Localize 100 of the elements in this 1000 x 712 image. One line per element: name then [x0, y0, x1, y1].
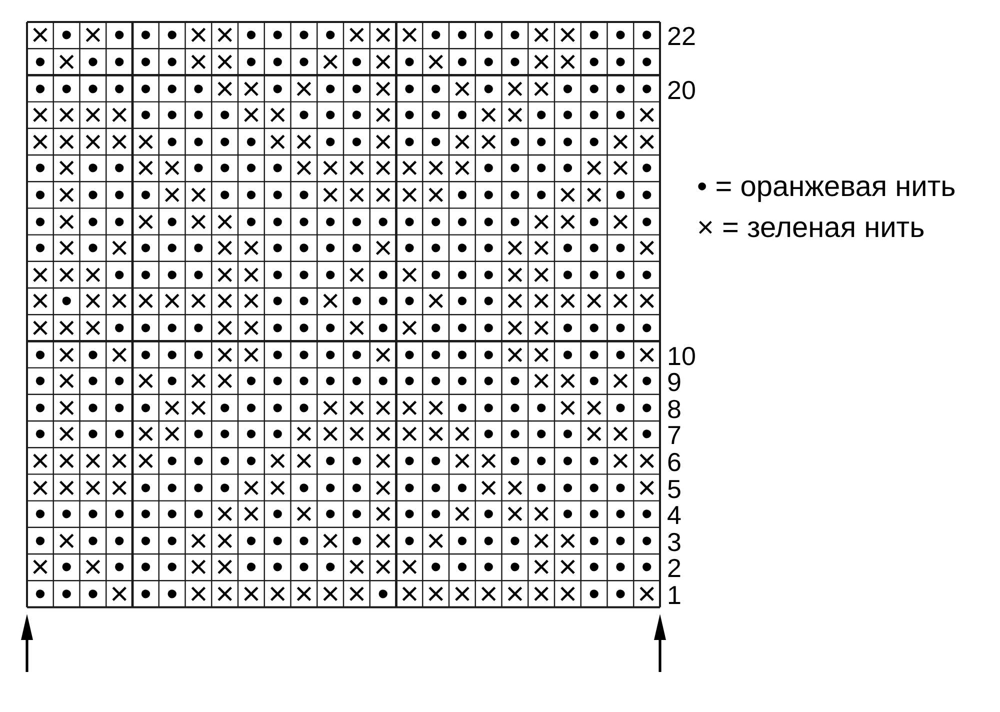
stitch-symbol: × — [57, 106, 76, 125]
stitch-symbol: × — [57, 451, 76, 470]
stitch-symbol: • — [87, 158, 99, 178]
stitch-symbol: × — [347, 158, 366, 178]
stitch-symbol: • — [482, 372, 494, 391]
stitch-symbol: • — [272, 292, 284, 311]
stitch-symbol: • — [140, 584, 152, 604]
stitch-symbol: • — [192, 78, 204, 98]
stitch-symbol: × — [189, 558, 208, 577]
stitch-symbol: • — [614, 504, 626, 524]
stitch-symbol: • — [377, 212, 389, 232]
stitch-symbol: • — [140, 265, 152, 284]
stitch-symbol: • — [114, 504, 125, 524]
stitch-symbol: • — [246, 185, 257, 204]
stitch-symbol: • — [140, 26, 152, 45]
stitch-symbol: × — [30, 478, 50, 498]
stitch-symbol: × — [215, 558, 234, 577]
stitch-symbol: × — [558, 372, 578, 391]
stitch-symbol: × — [57, 185, 76, 204]
stitch-symbol: • — [562, 158, 574, 178]
stitch-symbol: × — [320, 292, 340, 311]
stitch-symbol: • — [272, 424, 284, 444]
stitch-symbol: × — [426, 52, 446, 72]
stitch-symbol: × — [136, 292, 156, 311]
stitch-symbol: • — [298, 106, 310, 125]
stitch-symbol: • — [588, 478, 600, 498]
stitch-symbol: • — [324, 558, 336, 577]
stitch-symbol: • — [641, 52, 652, 72]
stitch-symbol: • — [192, 451, 204, 470]
stitch-symbol: • — [34, 185, 46, 204]
stitch-symbol: • — [324, 238, 336, 258]
stitch-symbol: • — [509, 558, 521, 577]
stitch-symbol: • — [430, 451, 442, 470]
stitch-symbol: × — [162, 292, 182, 311]
stitch-symbol: • — [298, 212, 310, 232]
stitch-symbol: × — [374, 78, 392, 98]
stitch-symbol: × — [30, 451, 50, 470]
stitch-symbol: • — [166, 52, 178, 72]
stitch-symbol: × — [320, 531, 340, 550]
stitch-symbol: × — [400, 424, 419, 444]
stitch-symbol: • — [272, 265, 284, 284]
stitch-symbol: • — [456, 531, 468, 550]
stitch-symbol: × — [532, 238, 551, 258]
stitch-symbol: • — [351, 52, 362, 72]
stitch-symbol: • — [140, 504, 152, 524]
stitch-symbol: • — [377, 318, 389, 338]
stitch-symbol: • — [456, 238, 468, 258]
stitch-symbol: • — [351, 106, 362, 125]
stitch-symbol: × — [611, 132, 630, 152]
stitch-symbol: • — [298, 318, 310, 338]
stitch-symbol: • — [114, 318, 125, 338]
stitch-symbol: • — [588, 558, 600, 577]
stitch-symbol: • — [482, 78, 494, 98]
stitch-symbol: × — [426, 424, 446, 444]
legend-entry: × = зеленая нить — [697, 214, 925, 243]
stitch-symbol: × — [242, 584, 261, 604]
stitch-symbol: • — [246, 398, 257, 418]
stitch-symbol: • — [166, 238, 178, 258]
stitch-symbol: × — [215, 52, 234, 72]
stitch-symbol: • — [192, 424, 204, 444]
stitch-symbol: • — [430, 26, 442, 45]
stitch-symbol: × — [320, 424, 340, 444]
stitch-symbol: • — [588, 584, 600, 604]
stitch-symbol: • — [60, 78, 72, 98]
stitch-symbol: • — [272, 531, 284, 550]
stitch-symbol: × — [637, 344, 656, 364]
stitch-symbol: • — [298, 292, 310, 311]
stitch-symbol: • — [377, 584, 389, 604]
stitch-symbol: × — [532, 504, 551, 524]
stitch-symbol: • — [34, 78, 46, 98]
stitch-symbol: • — [87, 238, 99, 258]
stitch-symbol: × — [84, 478, 102, 498]
stitch-symbol: × — [162, 158, 182, 178]
stitch-symbol: × — [611, 451, 630, 470]
stitch-symbol: • — [614, 265, 626, 284]
stitch-symbol: • — [614, 344, 626, 364]
stitch-symbol: • — [272, 398, 284, 418]
stitch-symbol: • — [192, 344, 204, 364]
stitch-symbol: × — [558, 185, 578, 204]
row-number: 1 — [667, 582, 682, 608]
stitch-symbol: • — [456, 212, 468, 232]
stitch-symbol: • — [246, 132, 257, 152]
stitch-symbol: • — [614, 78, 626, 98]
stitch-symbol: • — [588, 344, 600, 364]
stitch-symbol: × — [558, 212, 578, 232]
stitch-symbol: × — [294, 584, 314, 604]
stitch-symbol: × — [506, 265, 524, 284]
stitch-symbol: • — [140, 106, 152, 125]
stitch-symbol: • — [298, 558, 310, 577]
stitch-symbol: • — [324, 344, 336, 364]
row-number: 4 — [667, 502, 682, 528]
stitch-symbol: • — [34, 52, 46, 72]
stitch-symbol: • — [114, 424, 125, 444]
stitch-symbol: • — [34, 531, 46, 550]
stitch-symbol: • — [192, 132, 204, 152]
stitch-symbol: • — [536, 132, 547, 152]
stitch-symbol: • — [404, 106, 416, 125]
stitch-symbol: • — [272, 504, 284, 524]
stitch-symbol: × — [84, 318, 102, 338]
stitch-symbol: • — [140, 78, 152, 98]
